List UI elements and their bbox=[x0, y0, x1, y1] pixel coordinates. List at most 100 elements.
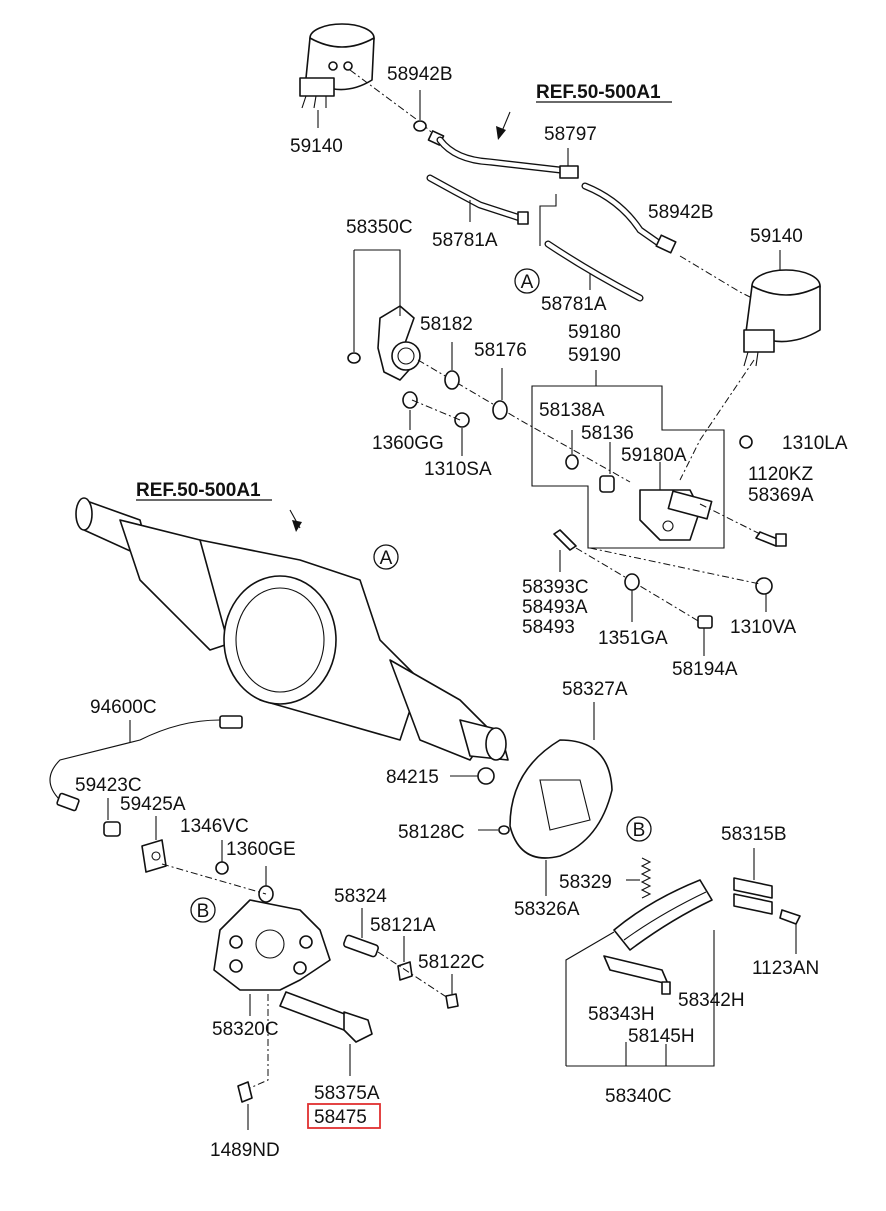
callout-a-housing[interactable] bbox=[373, 544, 399, 570]
spring-58329[interactable] bbox=[640, 857, 652, 899]
label-1123AN[interactable]: 1123AN bbox=[752, 958, 819, 979]
label-58122C[interactable]: 58122C bbox=[418, 952, 485, 973]
bracket-59180A[interactable] bbox=[639, 489, 713, 541]
washer-1360GG[interactable] bbox=[402, 391, 418, 409]
label-58781A-mid[interactable]: 58781A bbox=[541, 294, 607, 315]
label-1351GA[interactable]: 1351GA bbox=[598, 628, 668, 649]
brake-chamber-top[interactable] bbox=[299, 23, 375, 109]
label-58194A[interactable]: 58194A bbox=[672, 659, 738, 680]
label-59180[interactable]: 59180 bbox=[568, 322, 621, 343]
label-58329[interactable]: 58329 bbox=[559, 872, 612, 893]
camshaft-58375A[interactable] bbox=[279, 991, 373, 1043]
plug-58128C[interactable] bbox=[498, 825, 510, 835]
label-1310VA[interactable]: 1310VA bbox=[730, 617, 797, 638]
label-59425A[interactable]: 59425A bbox=[120, 794, 186, 815]
callout-b-brake[interactable] bbox=[626, 816, 652, 842]
fitting-58942B-top[interactable] bbox=[413, 120, 445, 146]
ring-58138A[interactable] bbox=[565, 454, 579, 470]
axle-housing[interactable] bbox=[75, 497, 509, 761]
label-58781A-top[interactable]: 58781A bbox=[432, 230, 498, 251]
label-58375A[interactable]: 58375A bbox=[314, 1083, 380, 1104]
label-58493A[interactable]: 58493A bbox=[522, 597, 588, 618]
label-1346VC[interactable]: 1346VC bbox=[180, 816, 249, 837]
label-59190[interactable]: 59190 bbox=[568, 345, 621, 366]
group-box-59180 bbox=[531, 385, 725, 549]
nut-1310LA[interactable] bbox=[739, 435, 753, 449]
label-58315B[interactable]: 58315B bbox=[721, 824, 787, 845]
ring-58176[interactable] bbox=[492, 400, 508, 420]
label-1310SA[interactable]: 1310SA bbox=[424, 459, 492, 480]
bracket-58340C bbox=[565, 930, 715, 1067]
label-58121A[interactable]: 58121A bbox=[370, 915, 436, 936]
shoe-lining-58342H[interactable] bbox=[603, 955, 669, 985]
hose-58781A-mid[interactable] bbox=[544, 240, 644, 302]
label-58393C[interactable]: 58393C bbox=[522, 577, 589, 598]
label-94600C[interactable]: 94600C bbox=[90, 697, 157, 718]
label-58182[interactable]: 58182 bbox=[420, 314, 473, 335]
block-59425A[interactable] bbox=[141, 839, 167, 873]
hose-to-right-chamber[interactable] bbox=[581, 182, 677, 254]
label-58324[interactable]: 58324 bbox=[334, 886, 387, 907]
ref-upper[interactable]: REF.50-500A1 bbox=[536, 82, 661, 103]
label-58369A[interactable]: 58369A bbox=[748, 485, 814, 506]
bolt-1123AN[interactable] bbox=[779, 909, 801, 925]
label-59180A[interactable]: 59180A bbox=[621, 445, 687, 466]
hose-58781A-top[interactable] bbox=[426, 174, 529, 225]
label-59140-top[interactable]: 59140 bbox=[290, 136, 343, 157]
dust-cover-58327A[interactable] bbox=[509, 739, 613, 859]
label-58797[interactable]: 58797 bbox=[544, 124, 597, 145]
nut-1346VC[interactable] bbox=[215, 861, 229, 875]
clip-58121A[interactable] bbox=[397, 961, 413, 981]
label-84215[interactable]: 84215 bbox=[386, 767, 439, 788]
label-58326A[interactable]: 58326A bbox=[514, 899, 580, 920]
label-58343H[interactable]: 58343H bbox=[588, 1004, 655, 1025]
highlight-box-58475 bbox=[307, 1103, 381, 1129]
label-1120KZ[interactable]: 1120KZ bbox=[748, 464, 814, 485]
callout-a-upper[interactable] bbox=[514, 268, 540, 294]
fitting-58194A[interactable] bbox=[697, 615, 713, 629]
nut-1310VA[interactable] bbox=[755, 577, 773, 595]
label-58342H[interactable]: 58342H bbox=[678, 990, 745, 1011]
label-58138A[interactable]: 58138A bbox=[539, 400, 605, 421]
label-58136[interactable]: 58136 bbox=[581, 423, 634, 444]
label-58942B-top[interactable]: 58942B bbox=[387, 64, 453, 85]
label-58145H[interactable]: 58145H bbox=[628, 1026, 695, 1047]
label-58340C[interactable]: 58340C bbox=[605, 1086, 672, 1107]
ref-lower[interactable]: REF.50-500A1 bbox=[136, 480, 261, 501]
pin-58324[interactable] bbox=[343, 934, 379, 958]
callout-b-bracket[interactable] bbox=[190, 897, 216, 923]
clip-1489ND[interactable] bbox=[237, 1081, 253, 1103]
label-1360GG[interactable]: 1360GG bbox=[372, 433, 444, 454]
label-58475[interactable]: 58475 bbox=[314, 1107, 367, 1128]
bolt-1120KZ[interactable] bbox=[755, 531, 787, 547]
washer-1351GA[interactable] bbox=[624, 573, 640, 591]
hose-upper[interactable] bbox=[436, 136, 579, 179]
brake-chamber-right[interactable] bbox=[743, 269, 821, 367]
sensor-cable-94600C[interactable] bbox=[49, 715, 243, 812]
label-58176[interactable]: 58176 bbox=[474, 340, 527, 361]
bracket-58320C[interactable] bbox=[213, 899, 331, 991]
shoe-58343H[interactable] bbox=[613, 879, 713, 951]
label-1310LA[interactable]: 1310LA bbox=[782, 433, 848, 454]
slack-adjuster-58350C[interactable] bbox=[347, 305, 421, 381]
rod-58393C[interactable] bbox=[553, 529, 577, 551]
bushing-58136[interactable] bbox=[599, 475, 615, 493]
label-1360GE[interactable]: 1360GE bbox=[226, 839, 296, 860]
bushing-59423C[interactable] bbox=[103, 821, 121, 837]
label-58942B-right[interactable]: 58942B bbox=[648, 202, 714, 223]
pin-58145H[interactable] bbox=[661, 981, 671, 995]
label-58320C[interactable]: 58320C bbox=[212, 1019, 279, 1040]
plate-58315B[interactable] bbox=[733, 877, 773, 915]
label-58327A[interactable]: 58327A bbox=[562, 679, 628, 700]
label-1489ND[interactable]: 1489ND bbox=[210, 1140, 280, 1161]
label-58128C[interactable]: 58128C bbox=[398, 822, 465, 843]
label-59140-right[interactable]: 59140 bbox=[750, 226, 803, 247]
label-58493[interactable]: 58493 bbox=[522, 617, 575, 638]
clip-58122C[interactable] bbox=[445, 993, 459, 1009]
label-59423C[interactable]: 59423C bbox=[75, 775, 142, 796]
nut-1310SA[interactable] bbox=[454, 412, 470, 428]
label-58350C[interactable]: 58350C bbox=[346, 217, 413, 238]
ring-58182[interactable] bbox=[444, 370, 460, 390]
seal-84215[interactable] bbox=[477, 767, 495, 785]
